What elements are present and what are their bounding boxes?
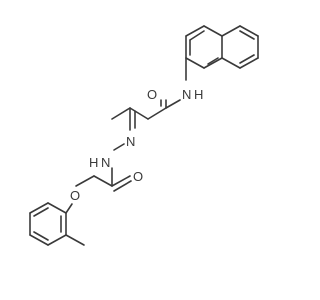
bond-acyl-ch2 — [93, 175, 113, 187]
naphthalene-ring-b — [221, 25, 259, 69]
bond-n-carbonyl — [165, 99, 181, 109]
bond-imine-c-methyl — [111, 107, 131, 120]
acyl-oxygen-label: O — [133, 169, 143, 184]
bond-ch2-imine-c — [129, 107, 149, 120]
bond-phenyl-methyl — [65, 234, 85, 246]
amide-hydrogen-label: H — [194, 87, 203, 102]
bond-n-n — [113, 143, 125, 151]
amide-nitrogen-label: N — [182, 87, 191, 102]
naphthalene-ring-a — [185, 25, 223, 69]
phenyl-ring — [29, 202, 67, 246]
bond-ether-phenyl — [65, 203, 73, 214]
bond-carbonyl-ch2 — [147, 107, 167, 120]
bond-ch2-ether-o — [75, 175, 95, 187]
bond-acyl-o-double — [113, 180, 132, 192]
hydrazone-n1-label: N — [126, 134, 135, 149]
ether-oxygen-label: O — [70, 188, 80, 203]
bond-acyl-o — [111, 175, 131, 187]
amide-oxygen-label: O — [147, 87, 157, 102]
hydrazone-hydrogen-label: H — [89, 155, 98, 170]
chemical-structure-diagram: N H O N H N O O — [29, 25, 259, 246]
structure-canvas: N H O N H N O O — [29, 25, 259, 246]
hydrazone-n2-label: N — [101, 155, 110, 170]
